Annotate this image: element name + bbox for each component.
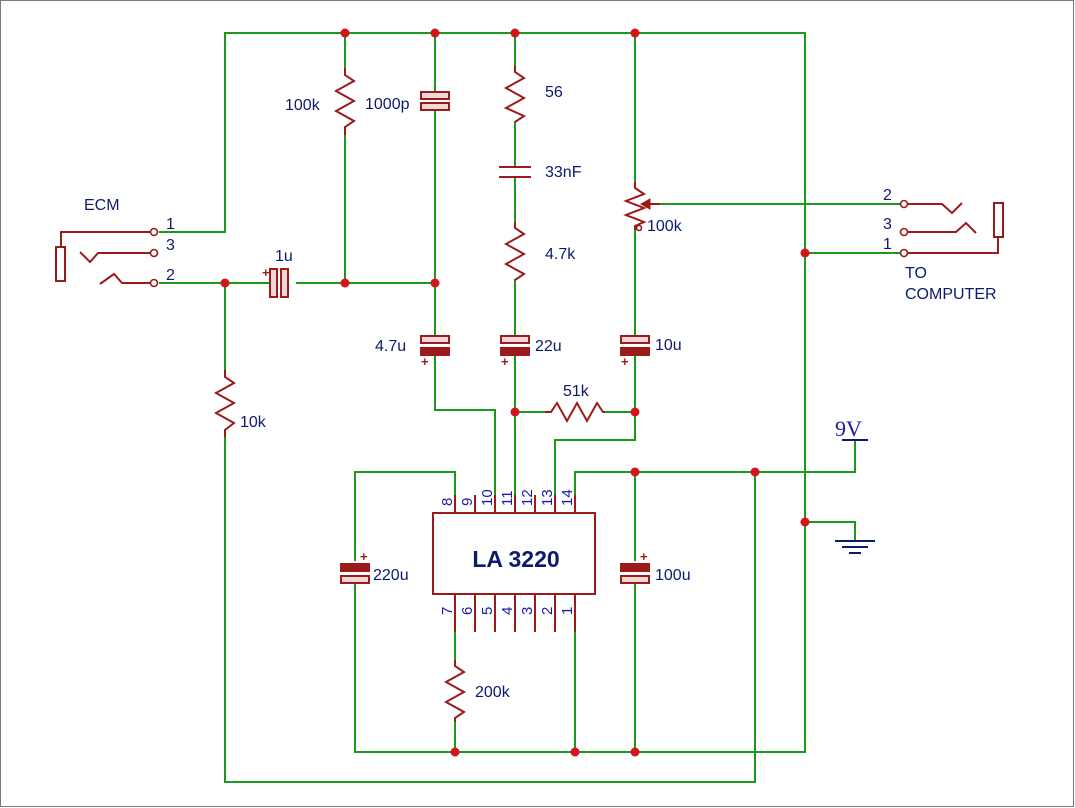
ic-pin-3: 3 <box>519 607 536 615</box>
resistor-10k[interactable] <box>213 370 237 437</box>
to-computer-label-2: COMPUTER <box>905 286 997 303</box>
label-c-4u7: 4.7u <box>375 338 406 355</box>
label-r-200k: 200k <box>475 684 511 701</box>
ic-pin-2: 2 <box>539 607 556 615</box>
supply-9v-symbol: 9V <box>835 416 868 441</box>
label-c-100u: 100u <box>655 567 691 584</box>
ic-body <box>432 512 596 595</box>
svg-text:+: + <box>621 354 629 369</box>
capacitor-22u[interactable]: + <box>500 335 530 369</box>
resistor-200k[interactable] <box>443 660 467 722</box>
ic-label: LA 3220 <box>472 546 559 572</box>
ic-bottom-pin-numbers: 7 6 5 4 3 2 1 <box>439 607 576 615</box>
resistor-56[interactable] <box>503 66 527 123</box>
ecm-pin-2: 2 <box>166 267 175 284</box>
label-c-10u: 10u <box>655 337 682 354</box>
svg-text:+: + <box>501 354 509 369</box>
svg-text:+: + <box>640 549 648 564</box>
label-r-100k-bias: 100k <box>285 97 321 114</box>
ecm-label: ECM <box>84 197 120 214</box>
ic-la3220[interactable]: LA 3220 <box>432 495 596 632</box>
ic-pin-12: 12 <box>519 489 536 506</box>
ic-pin-10: 10 <box>479 489 496 506</box>
ic-pin-9: 9 <box>459 498 476 506</box>
to-computer-label-1: TO <box>905 265 927 282</box>
ic-pin-7: 7 <box>439 607 456 615</box>
capacitor-220u[interactable]: + <box>340 549 370 584</box>
potentiometer-100k[interactable] <box>623 182 660 232</box>
ic-pin-4: 4 <box>499 607 516 615</box>
computer-jack[interactable] <box>899 199 1004 258</box>
svg-text:+: + <box>360 549 368 564</box>
capacitor-1000p[interactable] <box>420 91 450 111</box>
capacitor-33nf[interactable] <box>499 166 531 178</box>
label-r-4k7: 4.7k <box>545 246 576 263</box>
capacitor-10u[interactable]: + <box>620 335 650 369</box>
resistor-4k7[interactable] <box>503 222 527 281</box>
wires <box>159 32 901 783</box>
ecm-pin-1: 1 <box>166 216 175 233</box>
ic-pin-13: 13 <box>539 489 556 506</box>
computer-pin-2: 2 <box>883 187 892 204</box>
ecm-pin-3: 3 <box>166 237 175 254</box>
ic-pin-6: 6 <box>459 607 476 615</box>
label-c-33nf: 33nF <box>545 164 582 181</box>
ic-pin-14: 14 <box>559 489 576 506</box>
ecm-jack[interactable] <box>55 227 159 288</box>
capacitor-100u[interactable]: + <box>620 549 650 584</box>
label-pot-100k: 100k <box>647 218 683 235</box>
ic-pin-8: 8 <box>439 498 456 506</box>
label-r-10k: 10k <box>240 414 267 431</box>
supply-label: 9V <box>835 416 862 441</box>
ground-symbol <box>835 540 875 554</box>
label-c-1u: 1u <box>275 248 293 265</box>
computer-pin-3: 3 <box>883 216 892 233</box>
ic-top-pin-numbers: 8 9 10 11 12 13 14 <box>439 489 576 506</box>
label-r-51k: 51k <box>563 383 590 400</box>
capacitor-1u[interactable]: + <box>262 265 289 298</box>
computer-pin-1: 1 <box>883 236 892 253</box>
capacitor-4u7[interactable]: + <box>420 335 450 369</box>
label-c-1000p: 1000p <box>365 96 410 113</box>
resistor-51k[interactable] <box>545 400 605 424</box>
ic-pin-11: 11 <box>499 490 516 506</box>
label-c-22u: 22u <box>535 338 562 355</box>
resistor-100k-bias[interactable] <box>333 68 357 135</box>
label-r-56: 56 <box>545 84 563 101</box>
label-c-220u: 220u <box>373 567 409 584</box>
ic-pin-1: 1 <box>559 607 576 615</box>
svg-text:+: + <box>262 265 270 280</box>
junction-dots <box>220 28 810 757</box>
component-labels: ECM 1 3 2 2 3 1 TO COMPUTER 100k 1000p 5… <box>84 84 997 701</box>
svg-text:+: + <box>421 354 429 369</box>
ic-pin-5: 5 <box>479 607 496 615</box>
